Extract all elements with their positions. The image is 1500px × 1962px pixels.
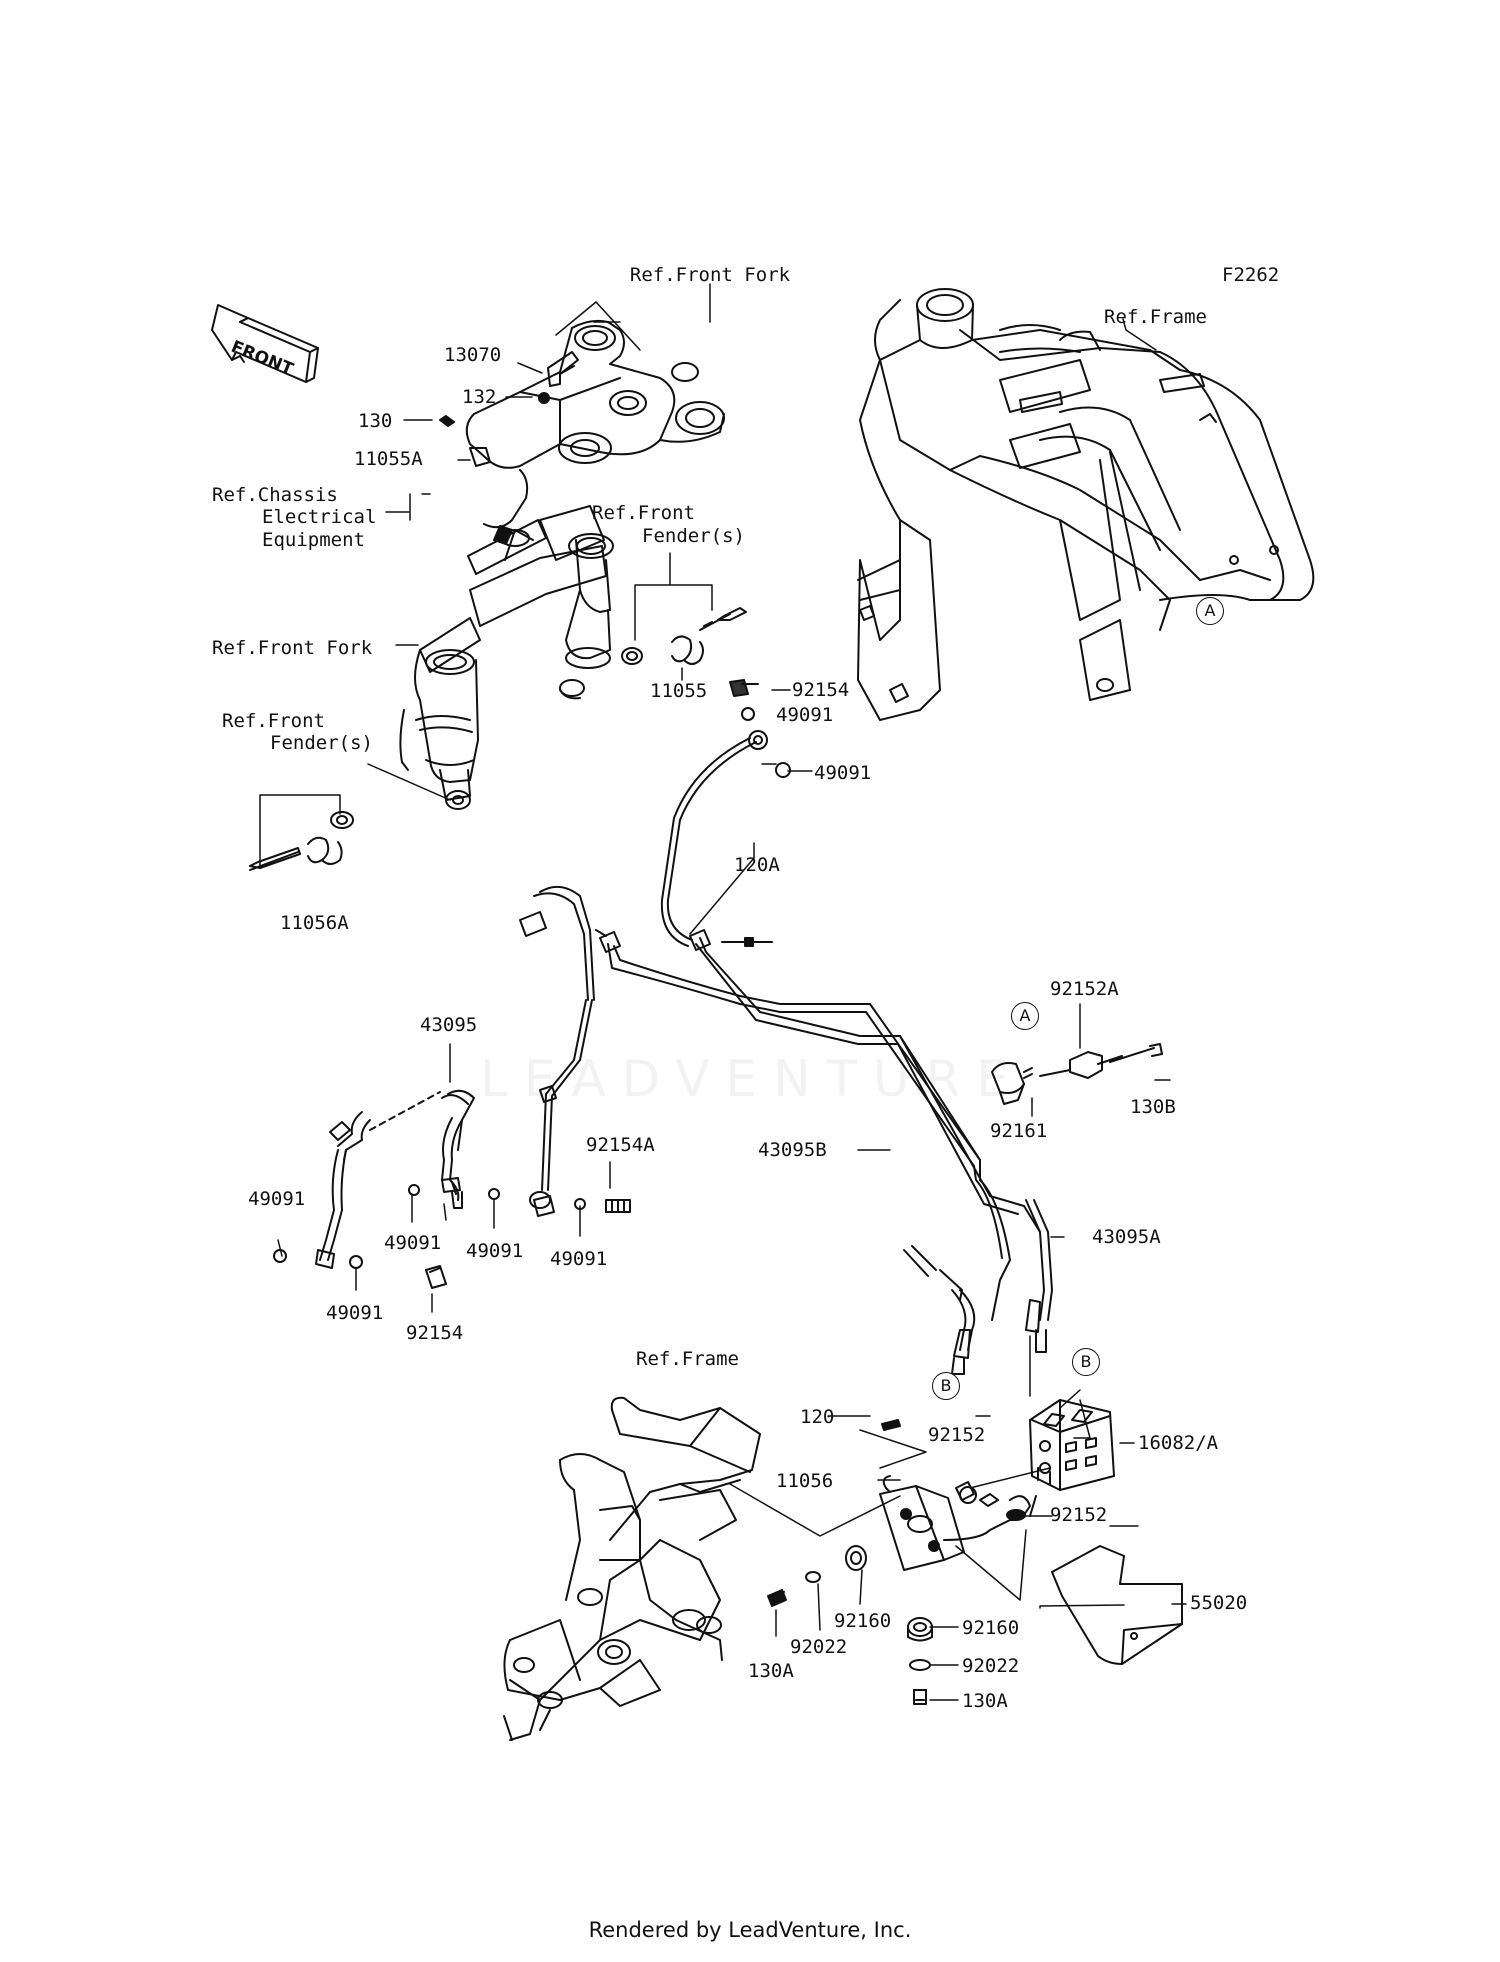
ref-chassis-line1: Ref.Chassis bbox=[212, 484, 338, 506]
part-130A-b: 130A bbox=[962, 1690, 1008, 1712]
part-49091-f: 49091 bbox=[550, 1248, 608, 1270]
fender-clamp-11056A bbox=[249, 811, 354, 871]
ref-frame-bottom: Ref.Frame bbox=[636, 1348, 739, 1370]
part-92152A: 92152A bbox=[1050, 978, 1119, 1000]
ref-frame-top: Ref.Frame bbox=[1104, 306, 1207, 328]
ref-front-fender-2b: Fender(s) bbox=[270, 732, 373, 754]
part-92160-b: 92160 bbox=[962, 1617, 1020, 1639]
bolt-132 bbox=[538, 392, 550, 404]
part-130: 130 bbox=[358, 410, 393, 432]
rear-frame-section bbox=[503, 1396, 761, 1741]
ref-chassis-line3: Equipment bbox=[262, 529, 365, 551]
front-brake-hoses bbox=[519, 730, 768, 1217]
ref-front-fender-2a: Ref.Front bbox=[222, 710, 325, 732]
part-92154-bottom: 92154 bbox=[406, 1322, 464, 1344]
clamp-11055A bbox=[439, 415, 529, 529]
part-49091-d: 49091 bbox=[384, 1232, 442, 1254]
part-49091-c: 49091 bbox=[248, 1188, 306, 1210]
main-frame bbox=[857, 288, 1315, 721]
callout-B-hose: B bbox=[932, 1372, 960, 1400]
part-43095A: 43095A bbox=[1092, 1226, 1161, 1248]
part-120: 120 bbox=[800, 1406, 835, 1428]
callout-A-frame: A bbox=[1196, 597, 1224, 625]
part-120A: 120A bbox=[734, 854, 780, 876]
part-11055: 11055 bbox=[650, 680, 708, 702]
part-49091-b: 49091 bbox=[814, 762, 872, 784]
part-43095B: 43095B bbox=[758, 1139, 827, 1161]
part-92154A: 92154A bbox=[586, 1134, 655, 1156]
part-132: 132 bbox=[462, 386, 497, 408]
part-92152-b: 92152 bbox=[1050, 1504, 1108, 1526]
part-92022-b: 92022 bbox=[962, 1655, 1020, 1677]
sensor-mount bbox=[991, 1043, 1163, 1105]
front-fork-lower bbox=[399, 505, 614, 810]
abs-bracket-11056 bbox=[879, 1475, 1037, 1571]
upper-triple-clamp bbox=[465, 319, 725, 469]
part-13070: 13070 bbox=[444, 344, 502, 366]
part-130B: 130B bbox=[1130, 1096, 1176, 1118]
brake-lines bbox=[607, 937, 1053, 1375]
part-16082A: 16082/A bbox=[1138, 1432, 1219, 1454]
washers-and-bolts bbox=[273, 679, 791, 1289]
part-11055A: 11055A bbox=[354, 448, 423, 470]
ref-chassis-line2: Electrical bbox=[262, 506, 377, 528]
rear-brake-hose-43095 bbox=[315, 1089, 475, 1269]
part-92152-a: 92152 bbox=[928, 1424, 986, 1446]
fender-clamp-11055 bbox=[621, 607, 747, 665]
callout-A-sensor: A bbox=[1011, 1002, 1039, 1030]
leader-lines bbox=[259, 283, 1187, 1701]
ref-front-fender-1b: Fender(s) bbox=[642, 525, 745, 547]
part-49091-g: 49091 bbox=[326, 1302, 384, 1324]
watermark-text: LEADVENTURE bbox=[480, 1050, 1024, 1108]
part-92161: 92161 bbox=[990, 1120, 1048, 1142]
part-92154-top: 92154 bbox=[792, 679, 850, 701]
part-11056: 11056 bbox=[776, 1470, 834, 1492]
part-92022-a: 92022 bbox=[790, 1636, 848, 1658]
diagram-code: F2262 bbox=[1222, 264, 1280, 286]
ref-front-fork-top: Ref.Front Fork bbox=[629, 264, 791, 286]
abs-cover-55020 bbox=[1051, 1545, 1183, 1665]
part-11056A: 11056A bbox=[280, 912, 349, 934]
part-43095: 43095 bbox=[420, 1014, 478, 1036]
front-arrow-icon bbox=[211, 304, 319, 383]
ref-front-fork-side: Ref.Front Fork bbox=[212, 637, 373, 659]
part-130A-a: 130A bbox=[748, 1660, 794, 1682]
part-49091-e: 49091 bbox=[466, 1240, 524, 1262]
part-55020: 55020 bbox=[1190, 1592, 1248, 1614]
bracket-13070 bbox=[547, 351, 579, 387]
ref-front-fender-1a: Ref.Front bbox=[592, 502, 695, 524]
abs-hydraulic-unit bbox=[1029, 1399, 1115, 1491]
footer-credit: Rendered by LeadVenture, Inc. bbox=[588, 1918, 912, 1942]
part-49091-a: 49091 bbox=[776, 704, 834, 726]
part-92160-a: 92160 bbox=[834, 1610, 892, 1632]
callout-B-unit: B bbox=[1072, 1348, 1100, 1376]
